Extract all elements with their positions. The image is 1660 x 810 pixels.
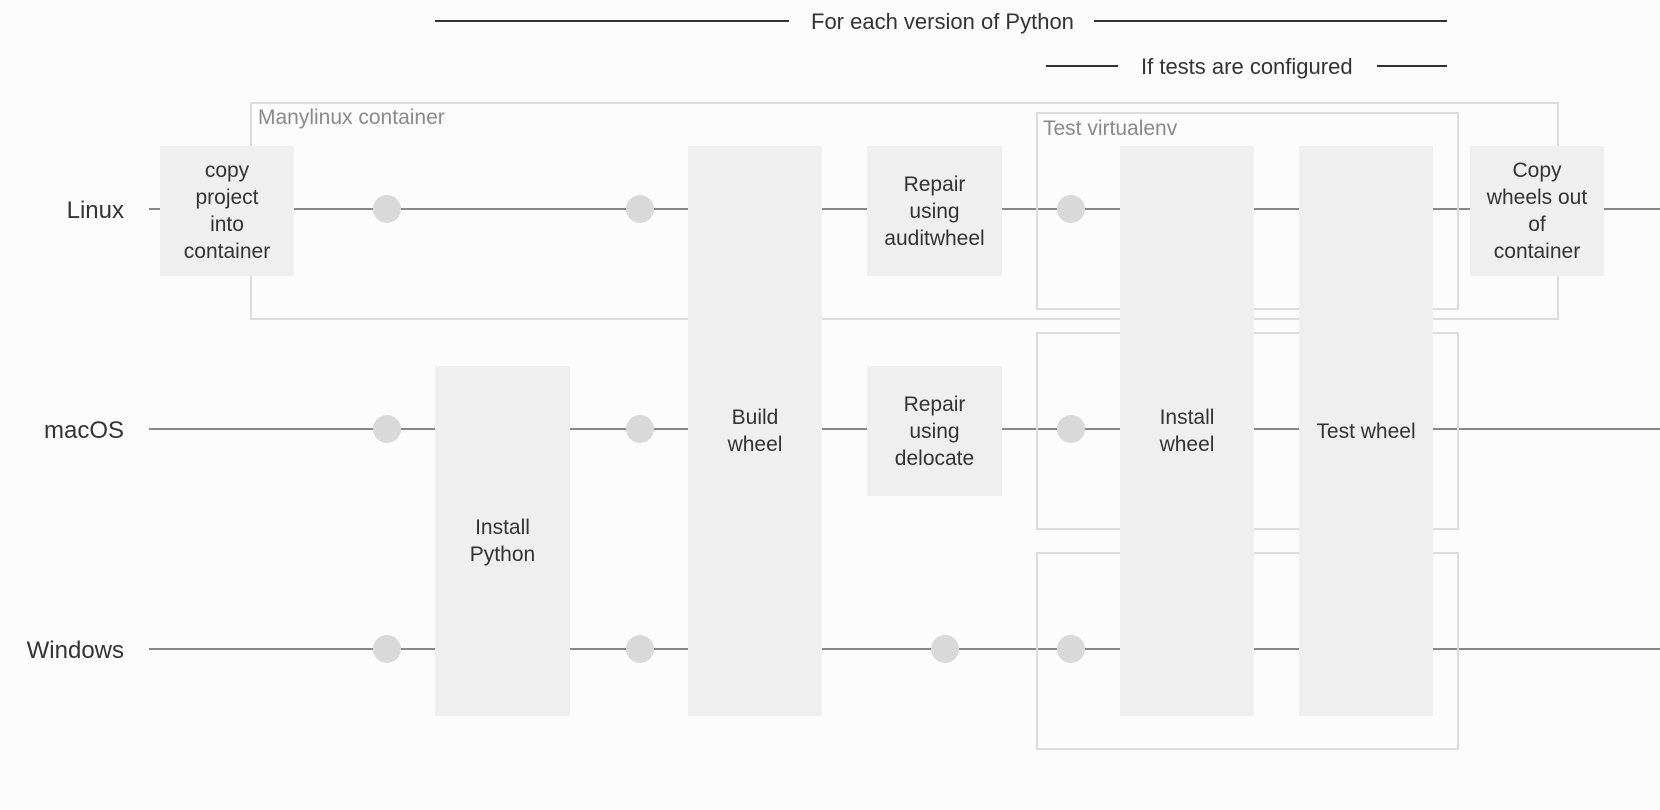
linux-node-3 (1057, 195, 1085, 223)
windows-node-4 (1057, 635, 1085, 663)
tests-span-line-left (1046, 65, 1118, 67)
row-label-linux: Linux (66, 197, 124, 224)
macos-node-1 (373, 415, 401, 443)
step-repair-delocate: Repair using delocate (867, 366, 1002, 496)
python-span-label: For each version of Python (811, 9, 1074, 34)
row-label-macos: macOS (43, 417, 124, 444)
row-label-windows: Windows (26, 637, 124, 664)
step-build-wheel: Build wheel (688, 146, 822, 716)
step-copy-wheels-out: Copy wheels out of container (1470, 146, 1604, 276)
windows-node-3 (931, 635, 959, 663)
step-install-wheel: Install wheel (1120, 146, 1254, 716)
tests-span-label: If tests are configured (1141, 54, 1353, 79)
macos-node-3 (1057, 415, 1085, 443)
linux-node-2 (626, 195, 654, 223)
windows-node-1 (373, 635, 401, 663)
step-repair-auditwheel: Repair using auditwheel (867, 146, 1002, 276)
macos-node-2 (626, 415, 654, 443)
python-span-line-right (1094, 20, 1447, 22)
windows-track (149, 648, 1660, 650)
step-install-python: Install Python (435, 366, 570, 716)
tests-span-line-right (1377, 65, 1447, 67)
linux-node-1 (373, 195, 401, 223)
windows-node-2 (626, 635, 654, 663)
test-virtualenv-label: Test virtualenv (1043, 117, 1178, 140)
step-copy-project-into-container: copy project into container (160, 146, 294, 276)
step-test-wheel: Test wheel (1299, 146, 1433, 716)
python-span-line-left (435, 20, 789, 22)
manylinux-container-label: Manylinux container (258, 106, 445, 129)
